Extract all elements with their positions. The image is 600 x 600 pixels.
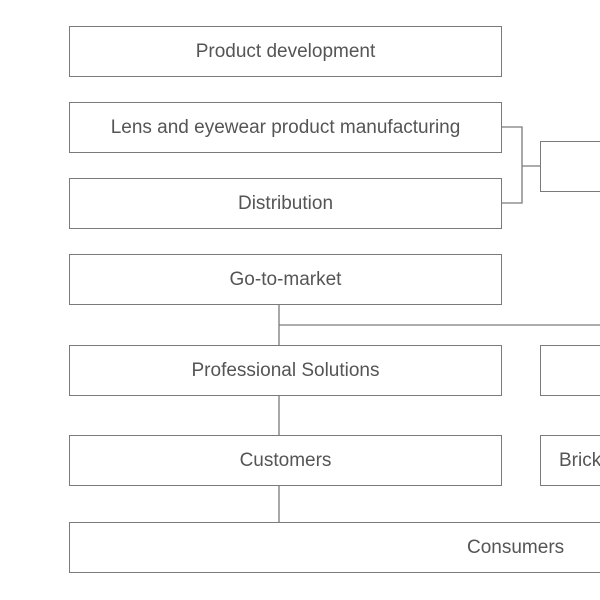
node-right-middle xyxy=(540,345,600,396)
node-right-top xyxy=(540,141,600,192)
connector-manufacturing-bracket xyxy=(502,126,523,204)
node-customers: Customers xyxy=(69,435,502,486)
node-consumers-label: Consumers xyxy=(467,536,565,558)
node-product-development-label: Product development xyxy=(195,40,376,62)
node-lens-manufacturing-label: Lens and eyewear product manufacturing xyxy=(110,116,461,138)
node-product-development: Product development xyxy=(69,26,502,77)
node-right-bottom: Brick xyxy=(540,435,600,486)
node-professional-solutions: Professional Solutions xyxy=(69,345,502,396)
node-go-to-market: Go-to-market xyxy=(69,254,502,305)
node-lens-manufacturing: Lens and eyewear product manufacturing xyxy=(69,102,502,153)
node-distribution: Distribution xyxy=(69,178,502,229)
node-customers-label: Customers xyxy=(239,449,332,471)
node-go-to-market-label: Go-to-market xyxy=(229,268,342,290)
node-distribution-label: Distribution xyxy=(237,192,334,214)
node-professional-solutions-label: Professional Solutions xyxy=(191,359,380,381)
node-consumers: Consumers xyxy=(69,522,600,573)
node-right-bottom-label: Brick xyxy=(559,449,600,471)
